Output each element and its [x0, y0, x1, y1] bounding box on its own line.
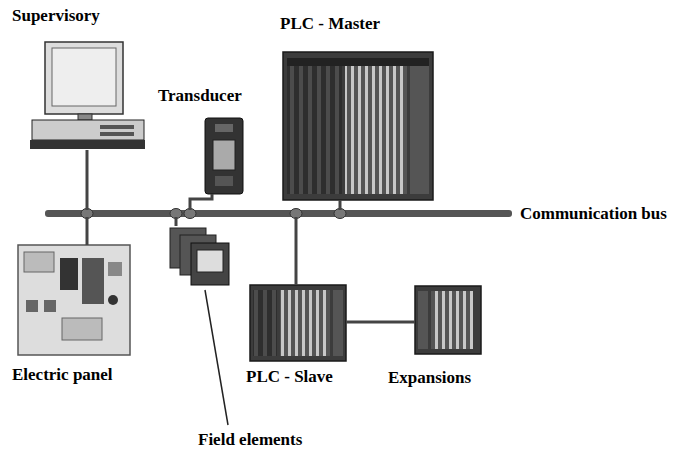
bus-connector: [175, 217, 178, 226]
device-label: Expansions: [388, 368, 471, 388]
device-label: Electric panel: [12, 365, 113, 385]
electric-panel-illustration-part: [26, 300, 38, 312]
plc-master-rack: [283, 52, 433, 200]
device-label: Communication bus: [520, 204, 667, 224]
plc-master: PLC - Master: [283, 52, 433, 200]
plc-slave-rack-part: [253, 290, 277, 356]
device-label: Supervisory: [12, 6, 100, 26]
plc-slave-rack: [250, 285, 346, 361]
plc-slave: PLC - Slave: [250, 285, 346, 361]
electric-panel-illustration-part: [60, 258, 78, 290]
plc-master-rack-part: [345, 58, 407, 194]
field-elements: Field elements: [168, 226, 230, 286]
field-elements-illustration-part: [191, 243, 229, 285]
communication-bus-band-part: [45, 210, 512, 217]
expansion-module: Expansions: [415, 286, 481, 354]
computer-illustration-part: [32, 120, 144, 140]
electric-panel-illustration-part: [108, 262, 122, 276]
computer-illustration-part: [100, 132, 134, 136]
electric-panel-illustration-part: [44, 300, 56, 312]
device-label: Transducer: [158, 86, 242, 106]
communication-bus: Communication bus: [45, 210, 512, 217]
bus-connector: [295, 217, 298, 285]
communication-bus-band: [45, 209, 512, 219]
transducer-illustration-part: [215, 176, 233, 186]
supervisory-computer: Supervisory: [30, 40, 145, 150]
plc-master-rack-part: [410, 58, 429, 194]
computer-illustration-part: [45, 42, 123, 114]
bus-connector: [339, 200, 342, 210]
field-elements-illustration: [170, 228, 229, 425]
leader-line: [205, 290, 228, 425]
bus-connector: [346, 321, 415, 324]
bus-connector: [190, 194, 212, 210]
electric-panel-illustration: [18, 245, 130, 355]
electric-panel-illustration-part: [24, 252, 54, 272]
expansion-rack-part: [415, 286, 481, 354]
transducer-illustration: [205, 118, 243, 194]
bus-connector: [86, 150, 89, 210]
electric-panel-illustration-part: [62, 318, 102, 340]
expansion-rack-part: [418, 291, 428, 349]
bus-connector: [86, 217, 89, 245]
transducer-illustration-part: [213, 140, 235, 170]
plc-slave-rack-part: [333, 290, 343, 356]
device-label: Field elements: [198, 430, 302, 450]
computer-illustration-part: [100, 125, 134, 129]
plc-master-rack-part: [283, 52, 433, 200]
computer-illustration: [30, 42, 145, 149]
electric-panel-illustration-part: [82, 258, 104, 304]
plc-slave-rack-part: [280, 290, 330, 356]
plc-slave-rack-part: [250, 285, 346, 361]
electric-panel: Electric panel: [18, 245, 130, 355]
device-label: PLC - Slave: [246, 367, 333, 387]
expansion-rack: [415, 286, 481, 354]
electric-panel-illustration-part: [108, 295, 118, 305]
plc-master-rack-part: [287, 58, 342, 194]
expansion-rack-part: [431, 291, 473, 349]
computer-illustration-part: [78, 114, 92, 120]
transducer: Transducer: [205, 118, 243, 194]
electric-panel-illustration-part: [18, 245, 130, 355]
plc-master-rack-part: [287, 58, 429, 66]
transducer-illustration-part: [205, 118, 243, 194]
device-label: PLC - Master: [280, 14, 380, 34]
computer-illustration-part: [52, 48, 116, 106]
computer-illustration-part: [30, 140, 145, 149]
transducer-illustration-part: [215, 124, 233, 132]
field-elements-illustration-part: [197, 250, 223, 272]
